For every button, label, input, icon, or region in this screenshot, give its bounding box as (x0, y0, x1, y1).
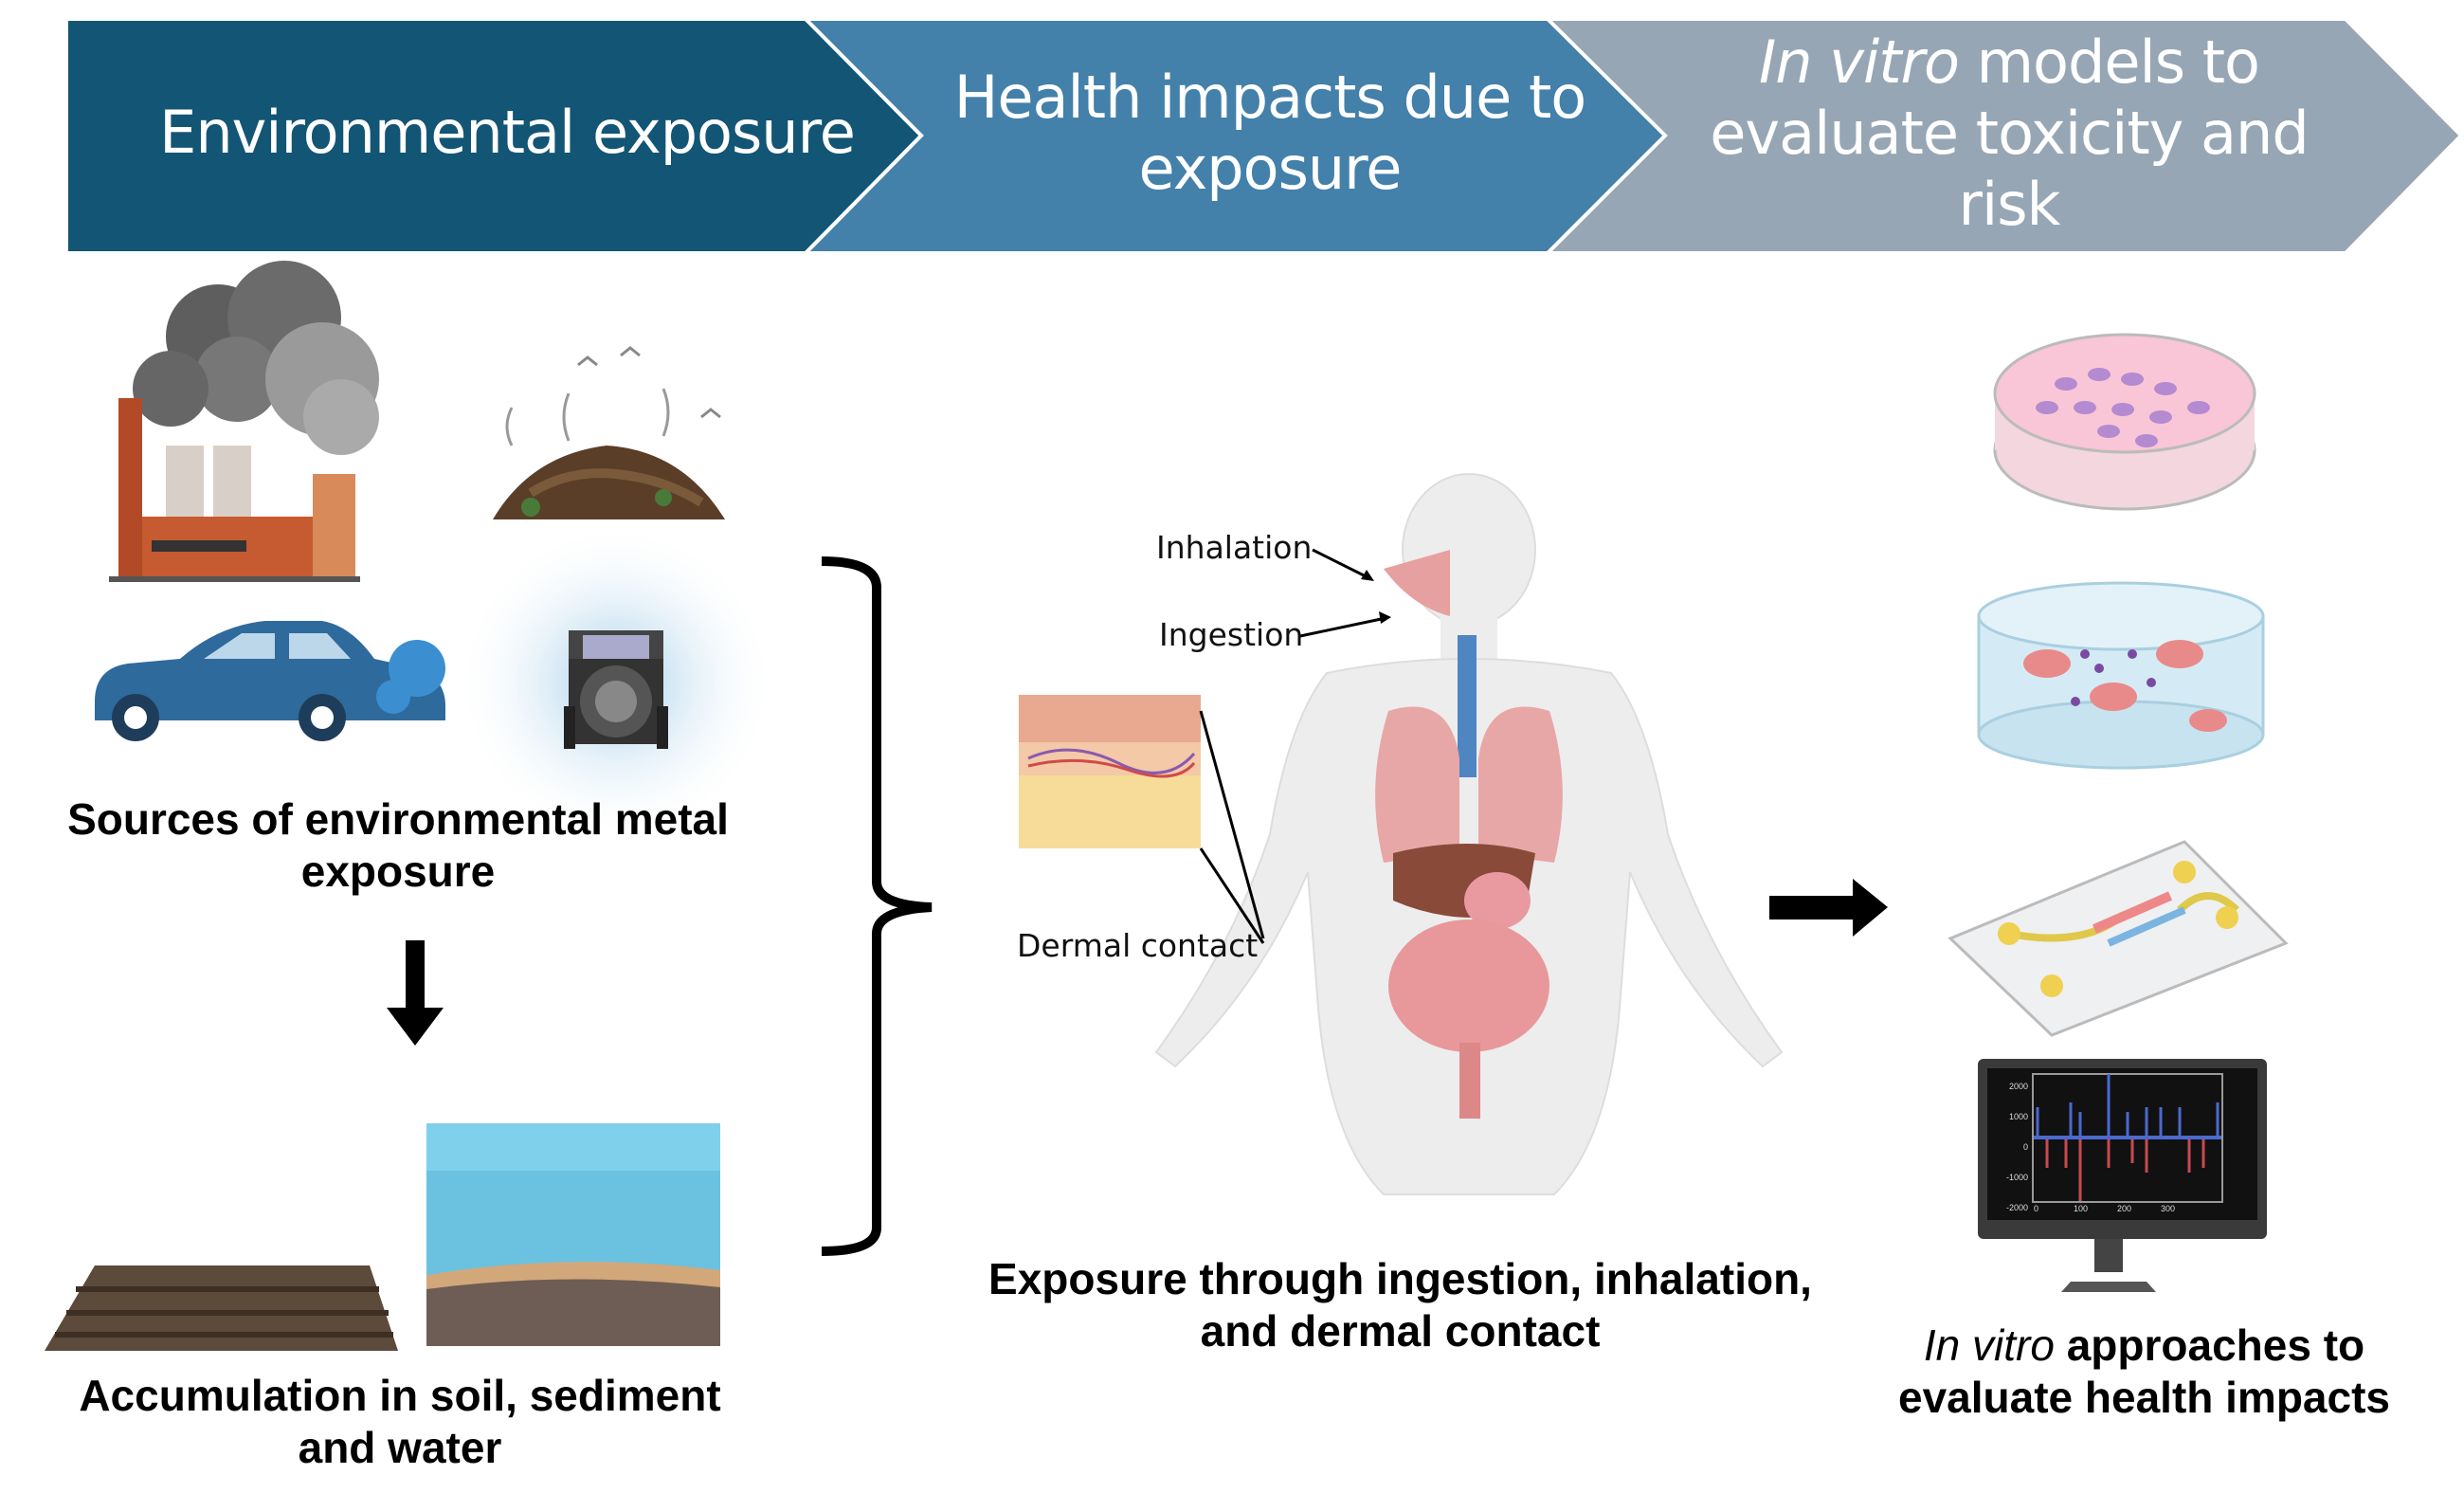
step2-line2: exposure (1138, 134, 1403, 203)
x-tick: 100 (2074, 1204, 2089, 1213)
x-tick: 300 (2161, 1204, 2176, 1213)
organ-on-chip-icon (1948, 840, 2289, 1037)
accumulation-caption-line1: Accumulation in soil, sediment (79, 1371, 721, 1420)
inhalation-label: Inhalation (1156, 529, 1313, 566)
in-vitro-caption-rest: approaches to (2054, 1320, 2365, 1370)
bracket-icon (821, 556, 933, 1256)
step3-line3: risk (1958, 170, 2061, 239)
sources-caption: Sources of environmental metal exposure (19, 793, 777, 898)
water-sediment-icon (426, 1123, 720, 1346)
monitor-icon (1978, 1059, 2267, 1292)
ingestion-label: Ingestion (1159, 616, 1304, 653)
exposure-caption-line2: and dermal contact (1200, 1306, 1601, 1356)
in-vitro-caption-line2: evaluate health impacts (1898, 1373, 2390, 1422)
exposure-caption: Exposure through ingestion, inhalation, … (948, 1253, 1853, 1357)
dermal-contact-label: Dermal contact (1017, 927, 1259, 964)
car-icon (95, 621, 445, 741)
label-pointers (1299, 548, 1391, 638)
sources-caption-line1: Sources of environmental metal (67, 794, 729, 844)
step3-line1: In vitro models to (1668, 27, 2350, 98)
process-banner (64, 17, 2464, 255)
step3-italic: In vitro (1759, 27, 1960, 97)
landfill-icon (493, 346, 725, 519)
skin-section-icon (1019, 695, 1265, 944)
x-tick: 200 (2117, 1204, 2132, 1213)
right-arrow-icon (1769, 879, 1888, 937)
monitor-y-ticks: 2000 1000 0 -1000 -2000 (1985, 1071, 2028, 1223)
step2-line1: Health impacts due to (953, 63, 1586, 132)
hydrogel-culture-icon (1977, 581, 2265, 770)
x-tick: 0 (2034, 1204, 2039, 1213)
step3-line2: evaluate toxicity and (1710, 99, 2309, 168)
soil-icon (45, 1265, 398, 1351)
chevron-step1 (64, 17, 924, 255)
step1-label: Environmental exposure (159, 98, 856, 167)
in-vitro-caption: In vitro approaches to evaluate health i… (1801, 1320, 2464, 1424)
in-vitro-caption-line1: In vitro approaches to (1801, 1320, 2464, 1372)
step2-label: Health impacts due to exposure (910, 62, 1630, 204)
y-tick: 0 (2022, 1142, 2028, 1152)
factory-icon (109, 261, 379, 582)
accumulation-caption-line2: and water (298, 1423, 502, 1472)
accumulation-caption: Accumulation in soil, sediment and water (21, 1370, 779, 1474)
y-tick: 1000 (2008, 1112, 2028, 1121)
down-arrow-icon (387, 940, 444, 1046)
y-tick: -1000 (2005, 1173, 2028, 1182)
y-tick: -2000 (2005, 1203, 2028, 1212)
step3-line1-rest: models to (1958, 27, 2260, 97)
exposure-caption-line1: Exposure through ingestion, inhalation, (988, 1254, 1812, 1303)
in-vitro-italic: In vitro (1923, 1320, 2055, 1370)
human-body-icon (1154, 473, 1784, 1195)
y-tick: 2000 (2008, 1082, 2028, 1091)
tractor-icon (455, 521, 777, 844)
petri-dish-icon (1993, 333, 2256, 511)
sources-caption-line2: exposure (300, 847, 496, 896)
step3-label: In vitro models to evaluate toxicity and… (1668, 27, 2350, 240)
